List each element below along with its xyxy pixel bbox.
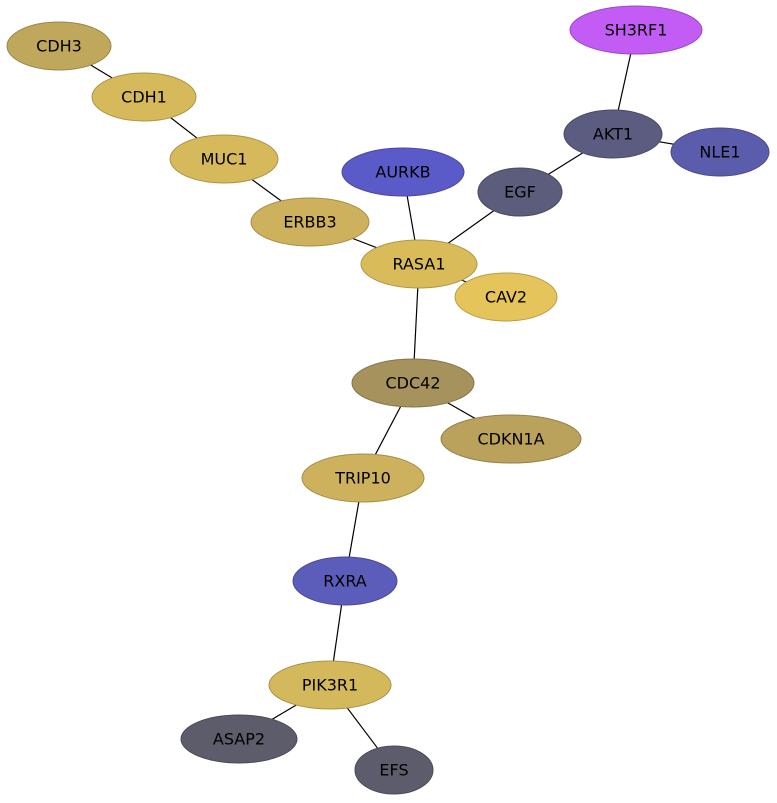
node-sh3rf1-ellipse	[569, 5, 703, 55]
node-cav2-ellipse	[454, 272, 558, 322]
node-muc1-label: MUC1	[201, 150, 248, 169]
node-cdh1[interactable]: CDH1	[91, 72, 197, 122]
node-rasa1[interactable]: RASA1	[360, 239, 478, 289]
node-erbb3-ellipse	[250, 197, 370, 247]
node-cav2[interactable]: CAV2	[454, 272, 558, 322]
node-asap2-label: ASAP2	[213, 730, 265, 749]
node-pik3r1-ellipse	[268, 660, 392, 710]
node-cdh3[interactable]: CDH3	[6, 21, 112, 71]
node-efs-label: EFS	[379, 761, 408, 780]
node-muc1-ellipse	[169, 134, 279, 184]
node-akt1[interactable]: AKT1	[563, 109, 663, 159]
node-cdc42[interactable]: CDC42	[351, 358, 475, 408]
node-pik3r1-label: PIK3R1	[302, 676, 358, 695]
node-rxra-label: RXRA	[323, 572, 367, 591]
node-aurkb-ellipse	[341, 147, 465, 197]
node-rasa1-label: RASA1	[393, 255, 446, 274]
node-muc1[interactable]: MUC1	[169, 134, 279, 184]
node-cdh1-ellipse	[91, 72, 197, 122]
node-rxra-ellipse	[292, 556, 398, 606]
node-akt1-label: AKT1	[593, 125, 633, 144]
node-rasa1-ellipse	[360, 239, 478, 289]
node-trip10-ellipse	[301, 453, 425, 503]
node-efs[interactable]: EFS	[354, 745, 434, 795]
node-egf-label: EGF	[504, 183, 536, 202]
node-cav2-label: CAV2	[485, 288, 527, 307]
node-cdkn1a-ellipse	[440, 414, 582, 464]
node-sh3rf1-label: SH3RF1	[605, 21, 668, 40]
node-cdh3-label: CDH3	[36, 37, 82, 56]
node-cdc42-label: CDC42	[385, 374, 440, 393]
node-asap2-ellipse	[180, 714, 298, 764]
node-asap2[interactable]: ASAP2	[180, 714, 298, 764]
node-erbb3[interactable]: ERBB3	[250, 197, 370, 247]
node-cdkn1a[interactable]: CDKN1A	[440, 414, 582, 464]
node-egf-ellipse	[477, 167, 563, 217]
node-egf[interactable]: EGF	[477, 167, 563, 217]
node-aurkb-label: AURKB	[375, 163, 430, 182]
node-trip10-label: TRIP10	[334, 469, 391, 488]
node-nle1[interactable]: NLE1	[670, 127, 770, 177]
node-akt1-ellipse	[563, 109, 663, 159]
node-rxra[interactable]: RXRA	[292, 556, 398, 606]
node-trip10[interactable]: TRIP10	[301, 453, 425, 503]
node-nle1-label: NLE1	[699, 143, 740, 162]
node-cdh1-label: CDH1	[121, 88, 167, 107]
node-efs-ellipse	[354, 745, 434, 795]
node-nle1-ellipse	[670, 127, 770, 177]
node-cdc42-ellipse	[351, 358, 475, 408]
node-erbb3-label: ERBB3	[283, 213, 336, 232]
node-sh3rf1[interactable]: SH3RF1	[569, 5, 703, 55]
node-cdh3-ellipse	[6, 21, 112, 71]
node-cdkn1a-label: CDKN1A	[477, 430, 544, 449]
node-aurkb[interactable]: AURKB	[341, 147, 465, 197]
node-pik3r1[interactable]: PIK3R1	[268, 660, 392, 710]
